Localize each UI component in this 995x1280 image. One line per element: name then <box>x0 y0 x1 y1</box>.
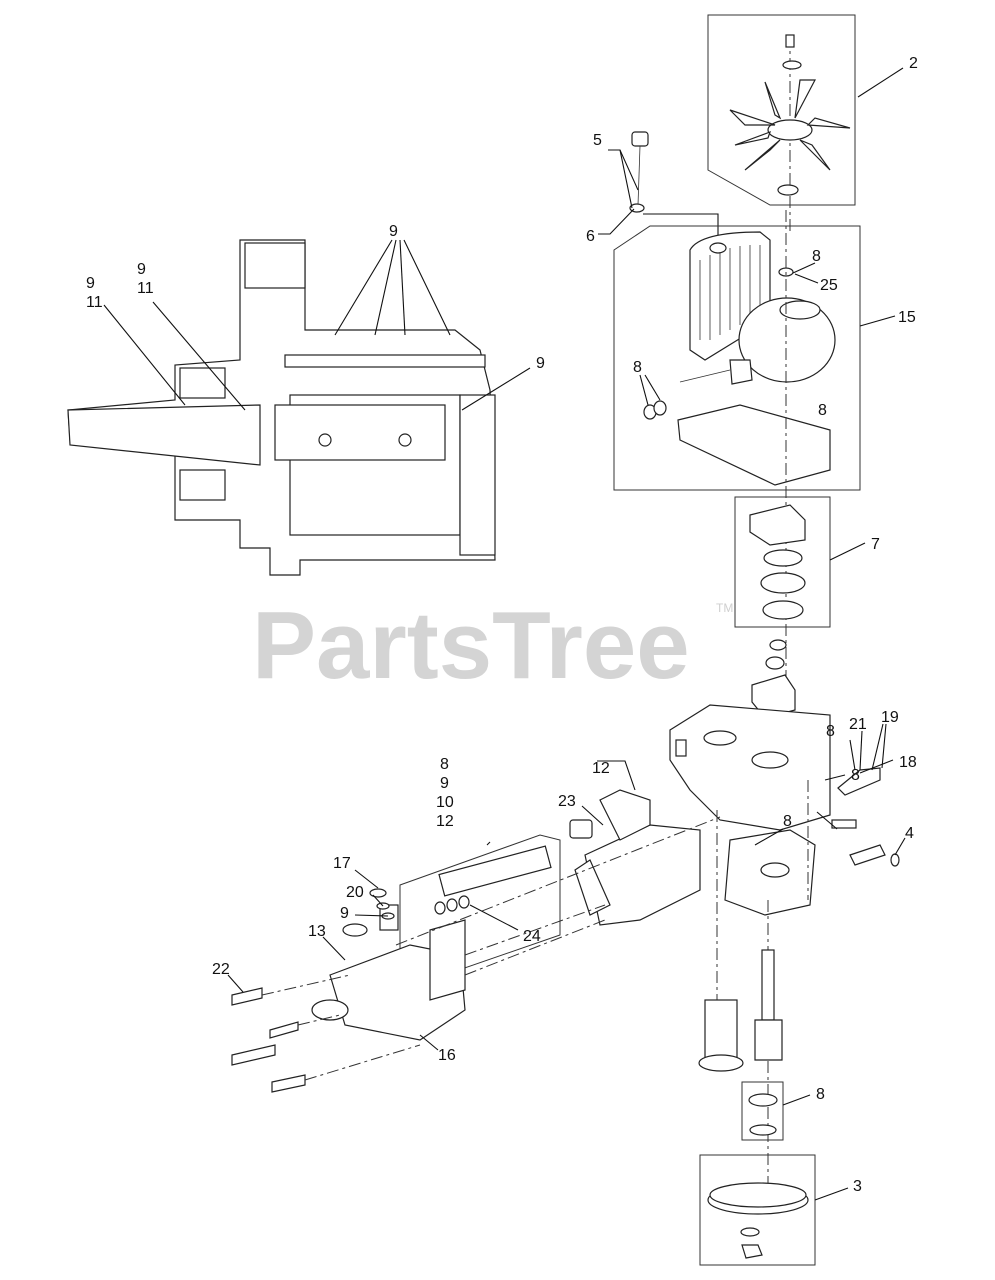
callout-8-cover: 8 <box>812 248 821 265</box>
callout-19: 19 <box>881 709 899 726</box>
leader-lines <box>103 67 906 1201</box>
callout-18: 18 <box>899 754 917 771</box>
callout-12-stack: 12 <box>436 813 454 830</box>
bearing-assembly-box <box>734 496 831 628</box>
cover-assembly-box <box>613 225 861 491</box>
callout-6: 6 <box>586 228 595 245</box>
callout-9-stack: 9 <box>440 775 449 792</box>
callout-22: 22 <box>212 961 230 978</box>
callout-2: 2 <box>909 55 918 72</box>
callout-25: 25 <box>820 277 838 294</box>
watermark-tm: TM <box>716 601 733 615</box>
callout-23: 23 <box>558 793 576 810</box>
callout-9-left: 9 <box>86 275 95 292</box>
callout-15: 15 <box>898 309 916 326</box>
callout-17: 17 <box>333 855 351 872</box>
callout-labels: 2 5 6 8 25 15 8 8 7 9 9 11 9 11 9 8 9 10… <box>86 55 918 1195</box>
callout-7: 7 <box>871 536 880 553</box>
callout-3: 3 <box>853 1178 862 1195</box>
callout-4: 4 <box>905 825 914 842</box>
hydro-motor-housing <box>231 789 721 1093</box>
callout-10-stack: 10 <box>436 794 454 811</box>
callout-5: 5 <box>593 132 602 149</box>
callout-11-left: 11 <box>86 294 103 311</box>
callout-13: 13 <box>308 923 326 940</box>
callout-9-right: 9 <box>536 355 545 372</box>
fan-assembly-box <box>707 14 856 206</box>
callout-8-arm: 8 <box>851 767 860 784</box>
bearing-stack <box>749 504 806 620</box>
breather-assembly <box>629 131 719 240</box>
callout-8-plate: 8 <box>783 813 792 830</box>
callout-16: 16 <box>438 1047 456 1064</box>
callout-21: 21 <box>849 716 867 733</box>
cooling-fan <box>729 34 851 235</box>
callout-8-bearing: 8 <box>816 1086 825 1103</box>
hydro-pump-cross-section <box>67 239 496 576</box>
callout-8-stack: 8 <box>440 756 449 773</box>
callout-8-seals: 8 <box>633 359 642 376</box>
callout-20: 20 <box>346 884 364 901</box>
cooling-fin-housing <box>643 210 836 770</box>
callout-11-inner: 11 <box>137 280 154 297</box>
callout-24: 24 <box>523 928 541 945</box>
callout-9-inner: 9 <box>137 261 146 278</box>
control-arm-parts <box>831 767 900 867</box>
callout-8-valve: 8 <box>826 723 835 740</box>
callout-8-gasket: 8 <box>818 402 827 419</box>
center-section-housing <box>669 639 831 1266</box>
callout-9-motor: 9 <box>340 905 349 922</box>
watermark-text: PartsTree <box>252 592 690 699</box>
callout-9-top: 9 <box>389 223 398 240</box>
callout-12: 12 <box>592 760 610 777</box>
